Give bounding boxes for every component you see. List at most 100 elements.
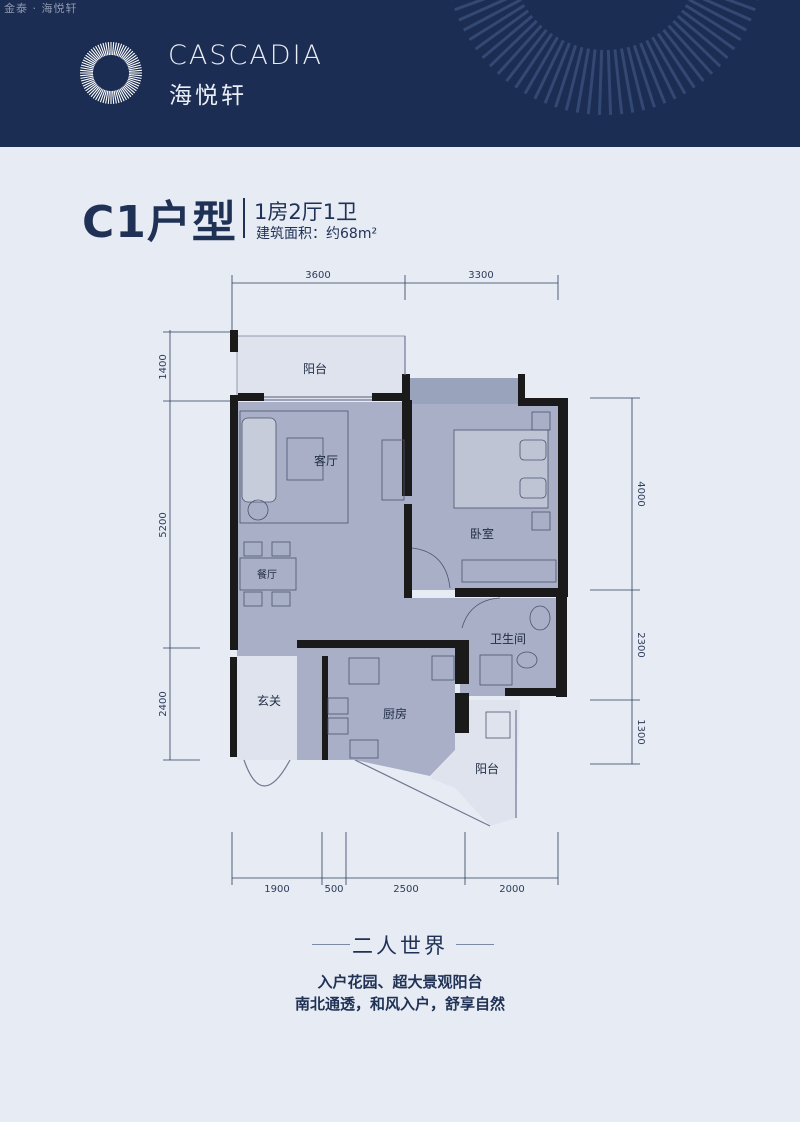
logo-ray (119, 88, 127, 101)
logo-ray (95, 88, 103, 101)
footer-heading: 二人世界 (352, 934, 448, 958)
sunburst-ray (458, 0, 508, 22)
logo-ray (112, 90, 115, 104)
logo-ray (80, 67, 94, 71)
sunburst-ray (496, 24, 543, 75)
dim-top-2: 3300 (468, 270, 493, 281)
logo-ray (127, 80, 140, 87)
dim-right-3: 1300 (635, 719, 646, 744)
sunburst-ray (620, 48, 635, 113)
logo-ray (128, 77, 142, 82)
footer-line-left (312, 944, 350, 945)
logo-ray (105, 42, 109, 56)
sunburst-ray (533, 39, 565, 100)
dim-right-1: 4000 (635, 481, 646, 506)
logo-ray (97, 89, 104, 102)
unit-type-title: C1户型 (82, 197, 237, 248)
logo-ray (120, 47, 130, 59)
logo-ray (81, 78, 95, 85)
logo-ray (128, 75, 142, 79)
layout-label: 1房2厅1卫 (254, 200, 358, 224)
footer-line-1: 入户花园、超大景观阳台 (317, 973, 483, 991)
logo-ray (95, 45, 103, 58)
sunburst-ray (463, 0, 522, 32)
sunburst-ray (454, 0, 486, 12)
logo-ray (120, 87, 130, 99)
dim-bottom-1: 1900 (264, 884, 289, 895)
logo-ray (102, 42, 107, 56)
dim-bottom-2: 500 (324, 884, 343, 895)
logo-ray (128, 67, 142, 71)
logo-ray (88, 50, 99, 61)
logo-ray (80, 69, 94, 72)
room-label-balcony-south: 阳台 (475, 761, 499, 776)
logo-ray (99, 43, 106, 57)
area-label: 建筑面积：约68m² (256, 226, 378, 242)
sunburst-ray (672, 19, 722, 68)
dim-left-2: 5200 (158, 512, 169, 537)
logo-ray (90, 48, 100, 60)
logo-ray (99, 89, 106, 103)
sunburst-ray (488, 19, 538, 68)
logo-ray (122, 86, 132, 98)
logo-ray (124, 84, 136, 94)
logo-ray (122, 48, 132, 60)
logo-ray (92, 87, 102, 99)
sunburst-ray (676, 14, 729, 59)
title-divider (243, 198, 245, 238)
sunburst-decoration (451, 0, 759, 115)
logo-ray (97, 44, 104, 57)
furniture (239, 410, 557, 759)
logo-ray (83, 57, 96, 65)
logo-ray (80, 64, 94, 69)
logo-ray (82, 80, 95, 87)
floor-plan-drawing: 阳台 客厅 餐厅 卧室 卫生间 玄关 厨房 阳台 3600 3300 1400 … (158, 270, 646, 895)
dim-left-3: 2400 (158, 691, 169, 716)
sunburst-ray (474, 9, 530, 51)
logo-ray (80, 77, 94, 82)
sunburst-ray (468, 4, 526, 42)
sunburst-ray (481, 14, 534, 59)
room-label-living-room: 客厅 (314, 453, 338, 468)
logo-ray (113, 42, 117, 56)
logo-ray (80, 75, 94, 79)
sunburst-ray (724, 0, 756, 12)
logo-ray (82, 59, 95, 66)
logo-ray (123, 50, 134, 61)
logo-ray (85, 82, 97, 92)
sunburst-ray (702, 0, 752, 22)
sunburst-ray (684, 4, 742, 42)
dim-right-2: 2300 (635, 632, 646, 657)
logo-ray (88, 85, 99, 96)
sunburst-ray (597, 49, 604, 115)
logo-ray (128, 64, 142, 69)
logo-ray (116, 89, 123, 103)
dim-top-1: 3600 (305, 270, 330, 281)
walls (230, 330, 568, 760)
room-label-balcony-north: 阳台 (303, 361, 327, 376)
logo-ray (86, 84, 98, 94)
logo-ray (112, 42, 115, 56)
sunburst-ray (505, 28, 548, 83)
sunburst-ray (564, 46, 584, 111)
dim-bottom-4: 2000 (499, 884, 524, 895)
sunburst-ray (606, 49, 613, 115)
room-label-kitchen: 厨房 (383, 706, 407, 721)
sunburst-ray (514, 32, 554, 89)
logo-ray (83, 81, 96, 89)
logo-ray (126, 81, 139, 89)
logo-ray (124, 52, 136, 62)
room-label-bedroom: 卧室 (470, 526, 494, 541)
sunburst-ray (639, 42, 667, 104)
brand-name-cn: 海悦轩 (169, 83, 247, 109)
logo-ray (90, 86, 100, 98)
logo-ray (113, 90, 117, 104)
logo-ray (127, 78, 141, 85)
logo-ray (126, 57, 139, 65)
logo-ray (127, 59, 140, 66)
sunburst-ray (645, 39, 677, 100)
room-label-bathroom: 卫生间 (490, 632, 526, 646)
sunburst-ray (613, 49, 624, 115)
sunburst-ray (626, 46, 646, 111)
footer-line-right (456, 944, 494, 945)
